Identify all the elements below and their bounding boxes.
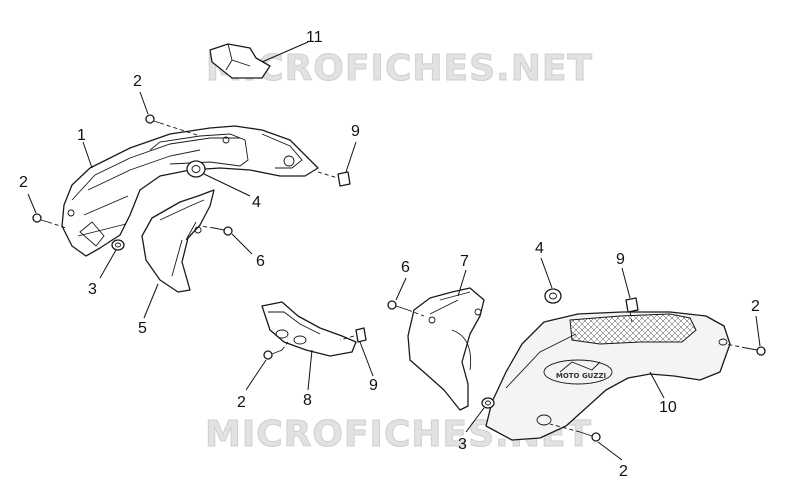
callout-labels: 11 2 1 9 2 4 6 3 5 6 7 4 9 2 2 8 9 10 3 … <box>19 29 760 480</box>
callout-2-bottom: 2 <box>619 463 628 480</box>
part-4-grommet-left <box>186 160 206 178</box>
callout-8: 8 <box>303 392 312 409</box>
assembly-lines <box>47 122 747 433</box>
spacer-3-left <box>111 239 125 251</box>
callout-10: 10 <box>659 399 677 416</box>
screw-2-top <box>145 114 161 124</box>
part-11-bracket <box>209 43 271 79</box>
callout-3-left: 3 <box>88 281 97 298</box>
screw-2-left <box>32 213 49 223</box>
callout-3-right: 3 <box>458 436 467 453</box>
clips <box>337 171 639 343</box>
clip-9-right <box>625 297 639 313</box>
part-7-side-bracket <box>407 287 485 411</box>
callout-2-right: 2 <box>751 298 760 315</box>
callout-2-top: 2 <box>133 73 142 90</box>
part-4-grommet-right <box>544 288 562 304</box>
callout-2-left: 2 <box>19 174 28 191</box>
callout-2-bracket: 2 <box>237 394 246 411</box>
clip-9-middle <box>355 327 367 343</box>
watermark-top: MICROFICHES.NET <box>206 48 593 89</box>
part-10-lower-fairing <box>485 311 731 441</box>
screws <box>32 114 766 442</box>
screw-6-left <box>213 226 233 236</box>
screw-6-middle <box>387 300 409 311</box>
leader-lines <box>27 41 761 461</box>
screw-2-right <box>745 346 766 356</box>
part-1-upper-fairing <box>61 125 319 257</box>
screw-2-bottom <box>579 431 601 442</box>
callout-6-left: 6 <box>256 253 265 270</box>
part-5-inner-panel <box>141 189 215 293</box>
callout-4-left: 4 <box>252 194 261 211</box>
spacer-3-right <box>481 397 495 409</box>
clip-9-top <box>337 171 351 187</box>
callout-6-middle: 6 <box>401 259 410 276</box>
callout-9-top: 9 <box>351 123 360 140</box>
part-8-bracket <box>261 301 357 357</box>
spacers <box>111 239 495 409</box>
callout-5: 5 <box>138 320 147 337</box>
callout-9-right: 9 <box>616 251 625 268</box>
moto-guzzi-logo: MOTO GUZZI <box>556 372 606 380</box>
callout-1: 1 <box>77 127 86 144</box>
callout-4-right: 4 <box>535 240 544 257</box>
callout-11: 11 <box>306 29 323 46</box>
callout-9-middle: 9 <box>369 377 378 394</box>
callout-7: 7 <box>460 253 469 270</box>
screw-2-bracket <box>263 349 283 360</box>
